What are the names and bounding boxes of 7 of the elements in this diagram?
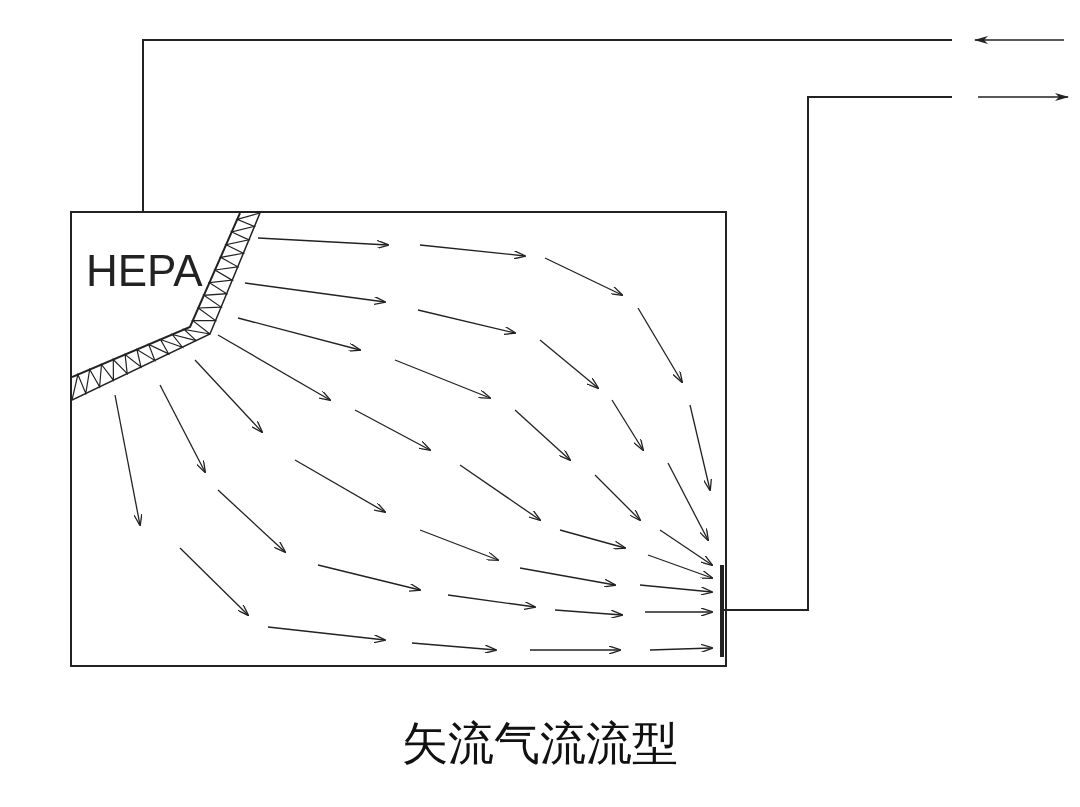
filter-label: HEPA — [86, 249, 203, 293]
hepa-filter — [72, 213, 264, 403]
duct-line — [721, 96, 953, 611]
caption: 矢流气流流型 — [401, 716, 679, 772]
room-outline — [70, 211, 727, 667]
duct-line — [142, 39, 953, 212]
return-grille — [720, 565, 724, 657]
